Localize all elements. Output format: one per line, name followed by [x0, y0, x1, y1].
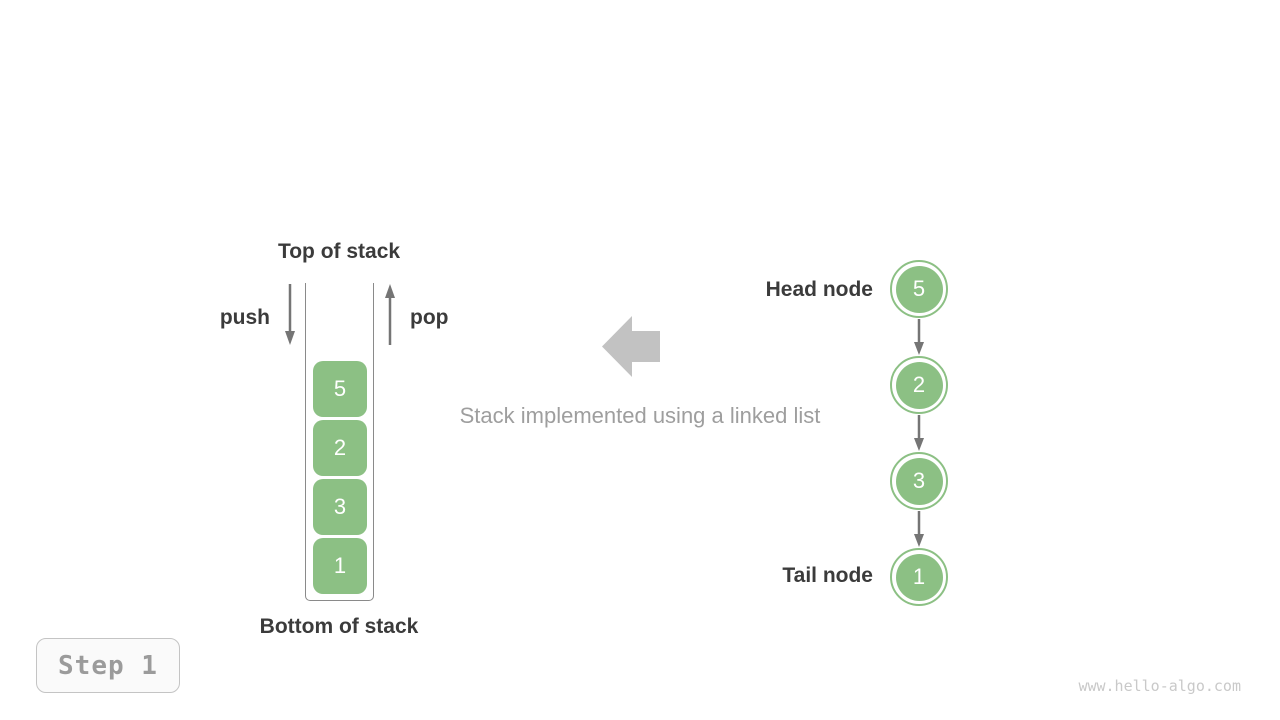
stack-cell: 2 — [313, 420, 367, 476]
figure-caption: Stack implemented using a linked list — [459, 403, 821, 428]
node-value: 3 — [895, 457, 943, 505]
linked-list-node: 2 — [890, 356, 948, 414]
stack-cell: 5 — [313, 361, 367, 417]
watermark-text: www.hello-algo.com — [1078, 677, 1241, 695]
push-label: push — [219, 306, 270, 329]
node-value: 1 — [895, 553, 943, 601]
node-value: 5 — [895, 265, 943, 313]
link-down-arrow-icon — [914, 511, 924, 547]
linked-list-node: 3 — [890, 452, 948, 510]
head-node-label: Head node — [765, 278, 873, 301]
node-value: 2 — [895, 361, 943, 409]
left-block-arrow-icon — [602, 316, 660, 377]
link-down-arrow-icon — [914, 415, 924, 451]
stack-bottom-label: Bottom of stack — [259, 615, 419, 638]
pop-up-arrow-icon — [385, 284, 395, 345]
step-badge: Step 1 — [36, 638, 180, 693]
push-down-arrow-icon — [285, 284, 295, 345]
linked-list-node: 1 — [890, 548, 948, 606]
stack-cell: 1 — [313, 538, 367, 594]
step-badge-label: Step 1 — [58, 650, 158, 681]
pop-label: pop — [410, 306, 449, 329]
linked-list-node: 5 — [890, 260, 948, 318]
tail-node-label: Tail node — [782, 564, 873, 587]
stack-cell: 3 — [313, 479, 367, 535]
stack-top-label: Top of stack — [277, 240, 401, 263]
link-down-arrow-icon — [914, 319, 924, 355]
